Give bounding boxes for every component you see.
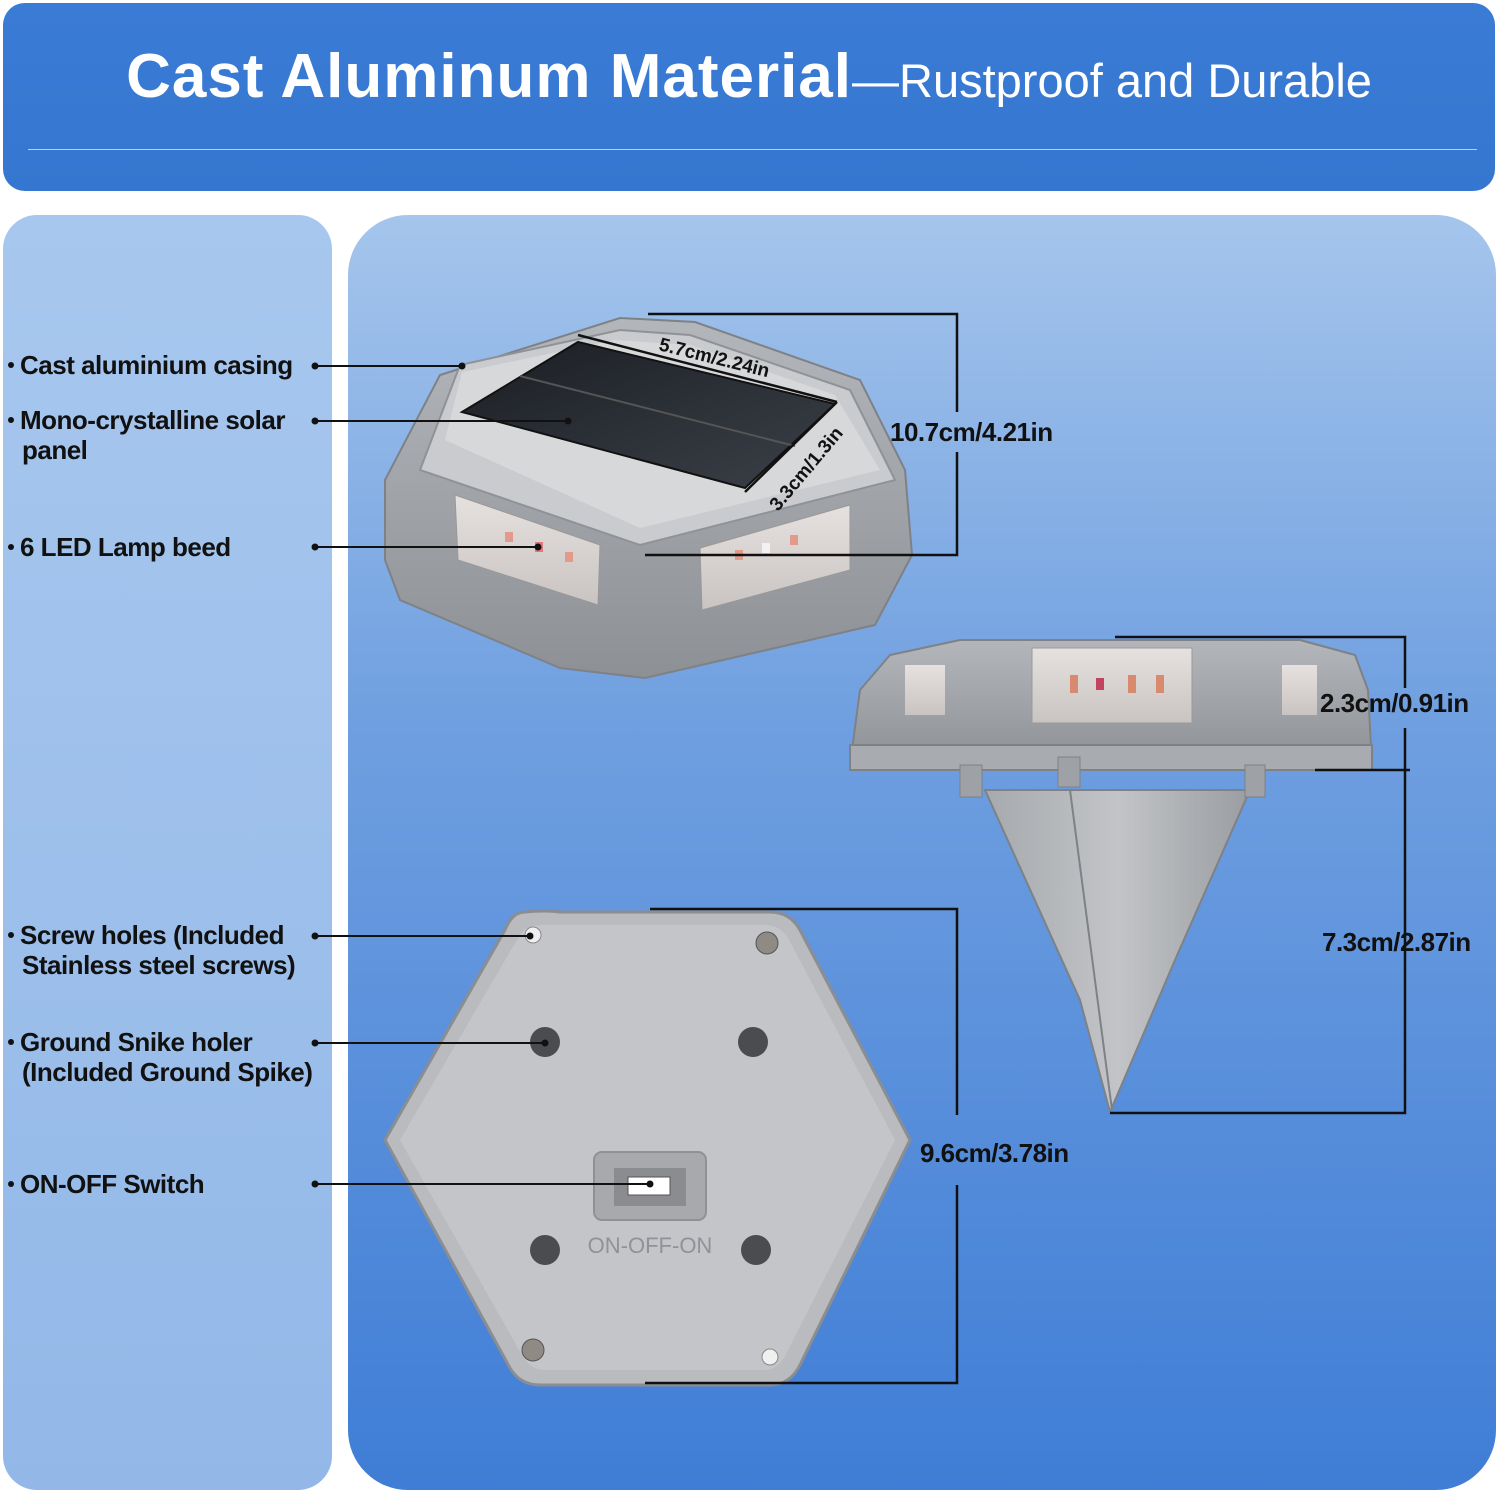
dim-bottom-width: 9.6cm/3.78in xyxy=(920,1138,1069,1168)
side-view-light xyxy=(848,639,1374,1116)
screw-top-right xyxy=(755,931,779,955)
dim-spike-length: 7.3cm/2.87in xyxy=(1322,927,1471,957)
header-divider xyxy=(28,149,1477,150)
callout-casing: Cast aluminium casing xyxy=(8,350,293,380)
page-title: Cast Aluminum Material—Rustproof and Dur… xyxy=(3,41,1495,112)
callout-leaders xyxy=(315,365,650,1185)
callout-endpoints xyxy=(311,362,654,1188)
spike xyxy=(983,789,1252,1116)
spike-hole xyxy=(738,1027,768,1057)
callout-spike-holes: Ground Snike holer(Included Ground Spike… xyxy=(8,1027,313,1087)
side-led-window xyxy=(1031,647,1193,724)
title-bold: Cast Aluminum Material xyxy=(126,42,853,111)
dim-overall-width: 10.7cm/4.21in xyxy=(890,417,1053,447)
dimension-lines xyxy=(577,312,1410,1385)
switch-marking: ON-OFF-ON xyxy=(588,1233,713,1258)
header-banner: Cast Aluminum Material—Rustproof and Dur… xyxy=(3,3,1495,191)
callout-switch: ON-OFF Switch xyxy=(8,1169,205,1199)
callout-panel xyxy=(3,215,332,1490)
title-light: —Rustproof and Durable xyxy=(852,54,1372,107)
screw-bottom-left xyxy=(521,1338,545,1362)
top-view-light xyxy=(384,316,914,680)
bottom-view-light: ON-OFF-ON xyxy=(383,909,912,1387)
spike-hole xyxy=(741,1235,771,1265)
callout-led: 6 LED Lamp beed xyxy=(8,532,231,562)
spike-hole xyxy=(530,1235,560,1265)
led-window-left xyxy=(454,494,601,606)
dim-body-height: 2.3cm/0.91in xyxy=(1320,688,1469,718)
led-window-right xyxy=(699,504,851,611)
